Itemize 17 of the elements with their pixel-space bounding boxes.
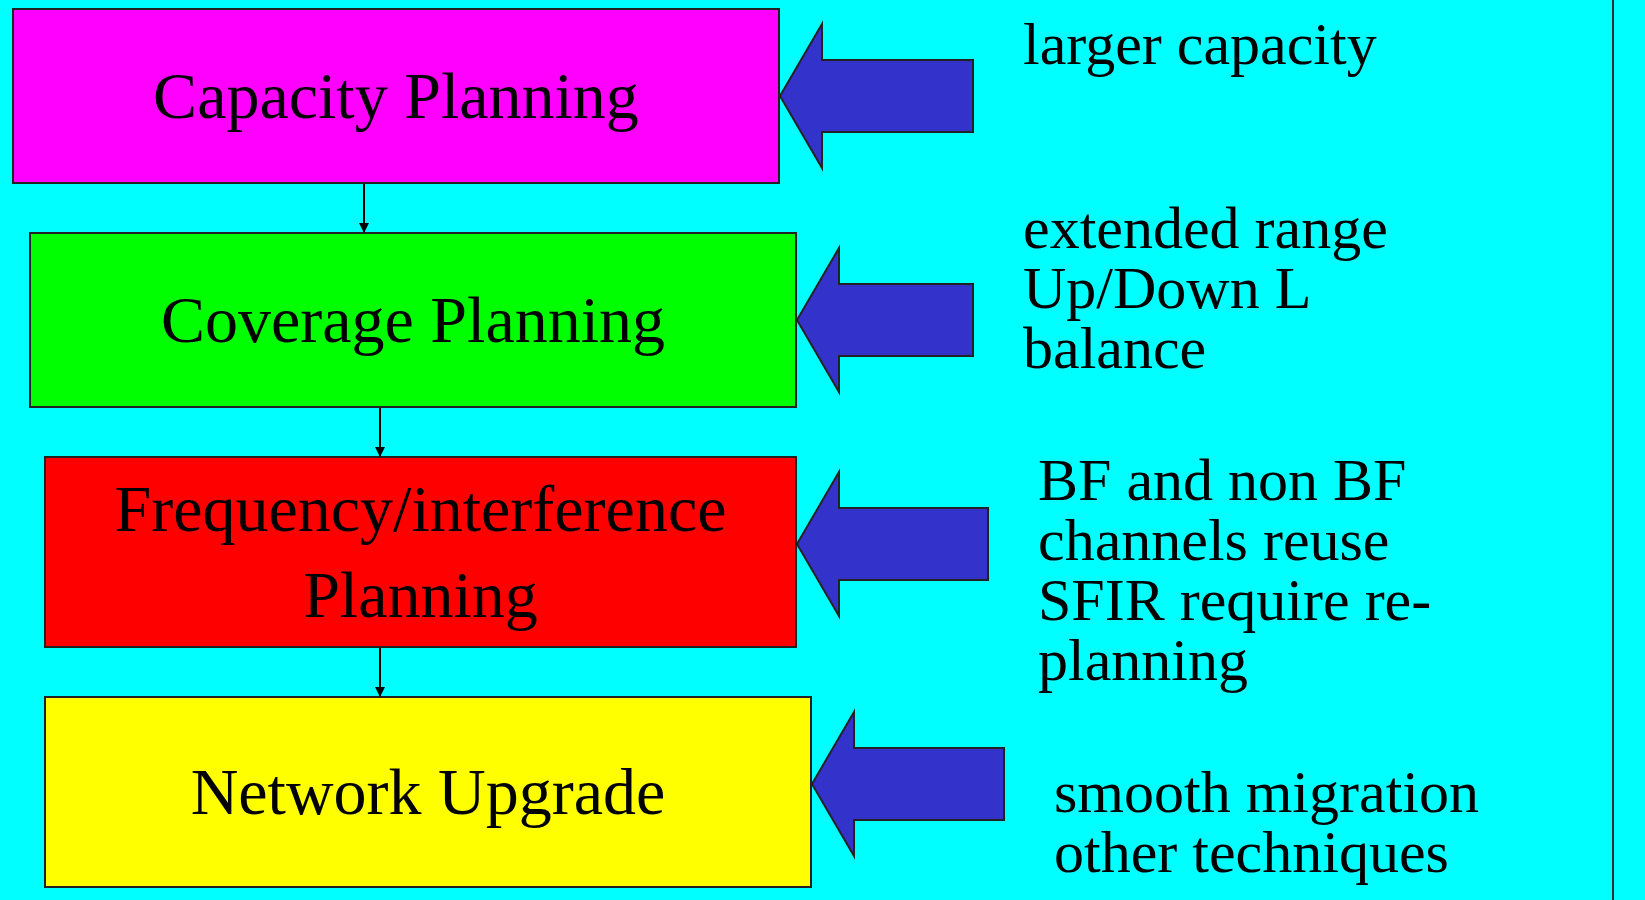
process-box xyxy=(44,456,797,648)
box-label: Coverage Planning xyxy=(159,282,667,359)
box-label: Network Upgrade xyxy=(189,754,667,831)
block-arrow xyxy=(795,244,974,396)
process-box xyxy=(12,8,780,184)
process-box xyxy=(29,232,797,408)
process-box xyxy=(44,696,812,888)
block-arrow xyxy=(795,468,989,620)
box-label: Frequency/interference Planning xyxy=(113,471,728,633)
arrow xyxy=(375,647,385,697)
block-arrow xyxy=(778,20,974,172)
note-text: BF and non BF channels reuse xyxy=(1038,450,1408,570)
block-arrow xyxy=(810,708,1005,860)
note-text: Up/Down L balance xyxy=(1023,258,1310,378)
arrow xyxy=(359,183,369,233)
box-label: Capacity Planning xyxy=(152,58,640,135)
arrow xyxy=(375,407,385,457)
